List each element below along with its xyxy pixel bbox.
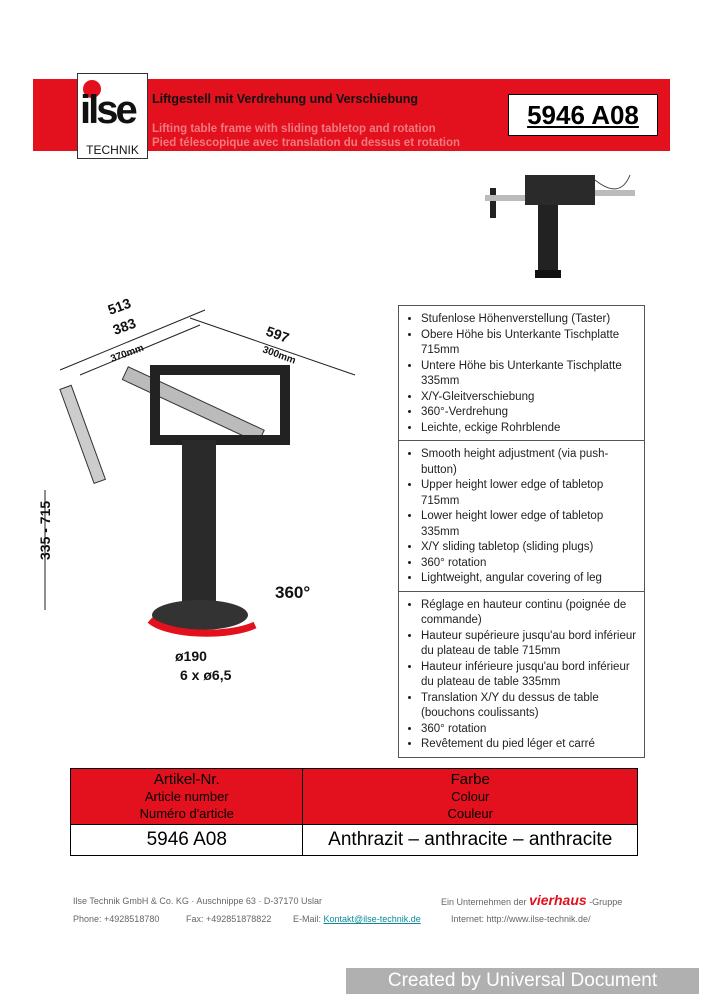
svg-text:335 - 715: 335 - 715	[37, 501, 53, 560]
watermark: Created by Universal Document Converter	[346, 968, 699, 1000]
footer-fax: Fax: +492851878822	[186, 914, 272, 924]
svg-text:370mm: 370mm	[109, 343, 145, 365]
feature-list: Stufenlose Höhenverstellung (Taster)Ober…	[398, 305, 645, 758]
title-translations: Lifting table frame with sliding tableto…	[152, 123, 461, 149]
svg-text:6 x ø6,5: 6 x ø6,5	[180, 667, 232, 683]
title-de: Liftgestell mit Verdrehung und Verschieb…	[152, 92, 419, 106]
footer-address: Ilse Technik GmbH & Co. KG · Auschnippe …	[73, 896, 322, 906]
footer-internet: Internet: http://www.ilse-technik.de/	[451, 914, 591, 924]
footer-email: E-Mail: Kontakt@ilse-technik.de	[293, 914, 421, 924]
footer-phone: Phone: +4928518780	[73, 914, 160, 924]
article-number-box: 5946 A08	[508, 94, 658, 136]
svg-text:ø190: ø190	[175, 648, 207, 664]
technical-drawing: 513 383 370mm 597 300mm 335 - 715 360° ø…	[37, 295, 356, 683]
features-fr: Réglage en hauteur continu (poignée de c…	[399, 590, 644, 757]
footer-group: Ein Unternehmen der vierhaus -Gruppe	[441, 892, 623, 908]
features-de: Stufenlose Höhenverstellung (Taster)Ober…	[399, 306, 644, 440]
features-en: Smooth height adjustment (via push-butto…	[399, 440, 644, 591]
svg-text:383: 383	[111, 315, 139, 338]
email-link[interactable]: Kontakt@ilse-technik.de	[323, 914, 421, 924]
svg-text:360°: 360°	[275, 583, 310, 602]
svg-text:597: 597	[264, 323, 292, 346]
svg-text:300mm: 300mm	[261, 344, 297, 366]
product-photo	[485, 174, 635, 278]
svg-text:513: 513	[106, 295, 134, 318]
